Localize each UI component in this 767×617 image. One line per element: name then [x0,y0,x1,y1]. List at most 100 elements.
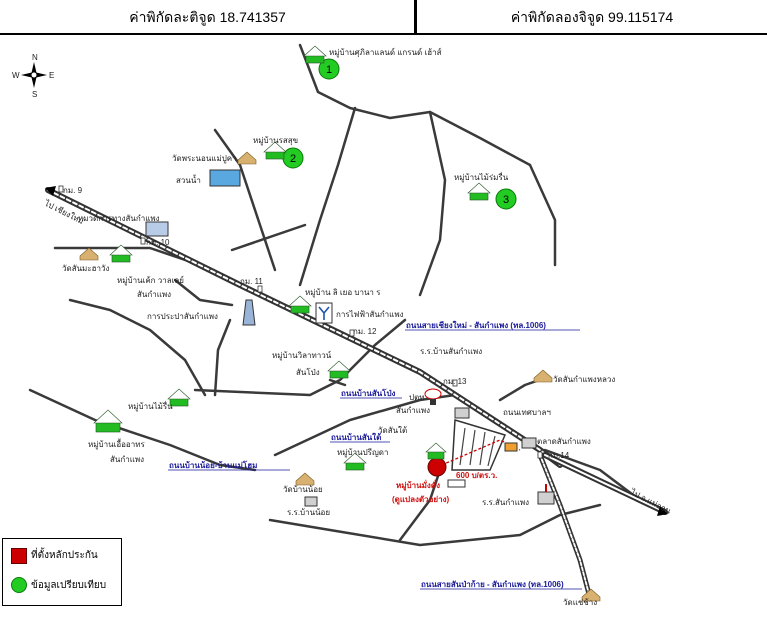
legend-subject-label: ที่ตั้งหลักประกัน [31,550,98,561]
road-sw-2 [173,278,234,307]
label-waterpark: สวนน้ำ [176,174,201,185]
road-connector [230,223,307,252]
arrow-to-chiangmai [45,186,56,196]
label-school1: ร.ร.บ้านสันกำแพง [420,347,482,356]
label-km9: กม. 9 [63,186,83,195]
label-road-1006-bottom: ถนนสายสันป่าก้าย - สันกำแพง (ทล.1006) [421,579,564,589]
temple-icon-sri [581,588,601,602]
label-km12: กม. 12 [353,327,377,336]
legend-comparable-label: ข้อมูลเปรียบเทียบ [31,580,107,591]
house-icon-v1 [303,45,327,64]
compass-w: W [12,71,20,80]
label-school2: ร.ร.สันกำแพง [482,498,529,507]
house-icon-lanna [288,295,312,314]
label-road-noi: ถนนบ้านน้อย-บ้านแม่โฮม [169,460,257,470]
label-watsantai: วัดสันใต้ [378,426,407,435]
house-icon-town [327,360,351,379]
house-icon-subject [425,442,447,460]
label-v3: หมู่บ้านไม้ร่มรื่น [454,171,509,183]
longitude-label: ค่าพิกัดลองจิจูด 99.115174 [510,9,674,25]
compass-rose: N S E W [12,53,54,99]
label-road-1006-top: ถนนสายเชียงใหม่ - สันกำแพง (ทล.1006) [406,320,546,330]
label-sankamphaeng2: สันกำแพง [110,455,144,464]
label-v-lanna: หมู่บ้าน ลิ เยอ บานา ร [305,288,381,298]
label-temple-noi: วัดบ้านน้อย [283,485,323,494]
label-temple-mahawan: วัดสันมะฮาวัง [62,264,109,273]
comparable-marker-3: 3 [495,188,517,210]
label-highway-office: หมวดการทางสันกำแพง [78,214,160,223]
label-km11: กม. 11 [240,277,263,286]
comparable-marker-1: 1 [318,58,340,80]
legend-comparable-swatch [11,577,27,593]
road-santai [273,393,457,457]
label-v-wali: หมู่บ้านเค้ก วาลเลย์ [117,275,184,286]
label-v-town: หมู่บ้านวิลาทาวน์ [272,350,332,361]
house-icon-chueaathorn [93,409,123,433]
compass-n: N [32,53,38,62]
marker-3-number: 3 [503,194,509,206]
label-electricity: การไฟฟ้าสันกำแพง [336,310,404,319]
label-ptt: ปตท [409,393,425,402]
waterpark-icon [209,169,241,187]
label-road-santai: ถนนบ้านสันใต้ [331,432,381,442]
road-sw-1 [68,298,207,397]
road-north-south [298,106,357,287]
label-km14: กม.14 [548,451,570,460]
km13-post [452,379,458,387]
market-icon [504,437,537,452]
house-icon-pranee [343,452,367,471]
label-subject-detail: (ดูแปลงตัวอย่าง) [392,495,449,505]
road-east-out [543,448,642,502]
label-school-noi: ร.ร.บ้านน้อย [287,508,330,517]
marker-1-number: 1 [326,64,332,76]
label-temple-luang: วัดสันกำแพงหลวง [553,375,615,384]
km9-post [58,185,64,193]
label-road-sanpong: ถนนบ้านสันโป่ง [341,388,396,398]
ptt-icon [424,388,442,405]
legend-subject-swatch [11,548,27,564]
subject-pointer [436,439,521,468]
temple-icons [79,151,601,602]
temple-icon-maepuka [237,151,257,165]
label-km13: กม. 13 [443,377,467,386]
school-icon-noi [304,496,318,507]
road-inner [213,318,232,397]
label-sankamphaeng3: สันกำแพง [396,406,430,415]
marker-2-number: 2 [290,153,296,165]
road-stub [328,378,347,387]
label-waterworks: การประปาสันกำแพง [147,312,218,321]
house-icon-mairuen [167,388,191,407]
road-label-underlines [168,329,582,590]
temple-icon-noi [295,472,315,486]
road-subject-access [398,468,442,542]
temple-icon-mahawan [79,247,99,261]
header-divider [414,0,417,34]
label-sanpong: สันโป่ง [296,367,320,377]
school-icon-2 [537,484,555,505]
latitude-label: ค่าพิกัดละติจูด 18.741357 [129,9,286,25]
subject-marker [427,457,447,477]
label-price-tag: 600 บ/ตร.ว. [456,471,497,480]
comparable-marker-2: 2 [282,147,304,169]
school-icon-1 [454,407,470,419]
house-icon-v2 [263,141,287,160]
electricity-icon [315,302,333,324]
km12-post [349,329,355,337]
label-market: ตลาดสันกำแพง [537,437,591,446]
label-temple-sri: วัดแช่ช้าง [563,598,597,607]
label-v-mairuen: หมู่บ้านไม้รื่น [128,400,173,412]
road-north [298,43,557,267]
label-subject-village: หมู่บ้านมั่งคั่ง [396,479,440,491]
label-v-pranee: หมู่บ้านปรีญดา [337,448,388,458]
label-v1: หมู่บ้านศุภิลาแลนด์ แกรนด์ เฮ้าส์ [329,47,442,58]
water-tower-icon [242,299,256,326]
label-to-phrao: ไป อ.แม่ออน [628,487,673,516]
location-map: N S E W 1 2 3 [12,43,673,607]
house-icon-v3 [467,182,491,201]
km14-post [537,451,543,459]
map-legend: ที่ตั้งหลักประกัน ข้อมูลเปรียบเทียบ [2,538,122,606]
house-icon-wali [109,244,133,263]
label-sankamphaeng: สันกำแพง [137,290,171,299]
house-icons [93,45,491,471]
coordinate-header: ค่าพิกัดละติจูด 18.741357 ค่าพิกัดลองจิจ… [0,0,767,35]
